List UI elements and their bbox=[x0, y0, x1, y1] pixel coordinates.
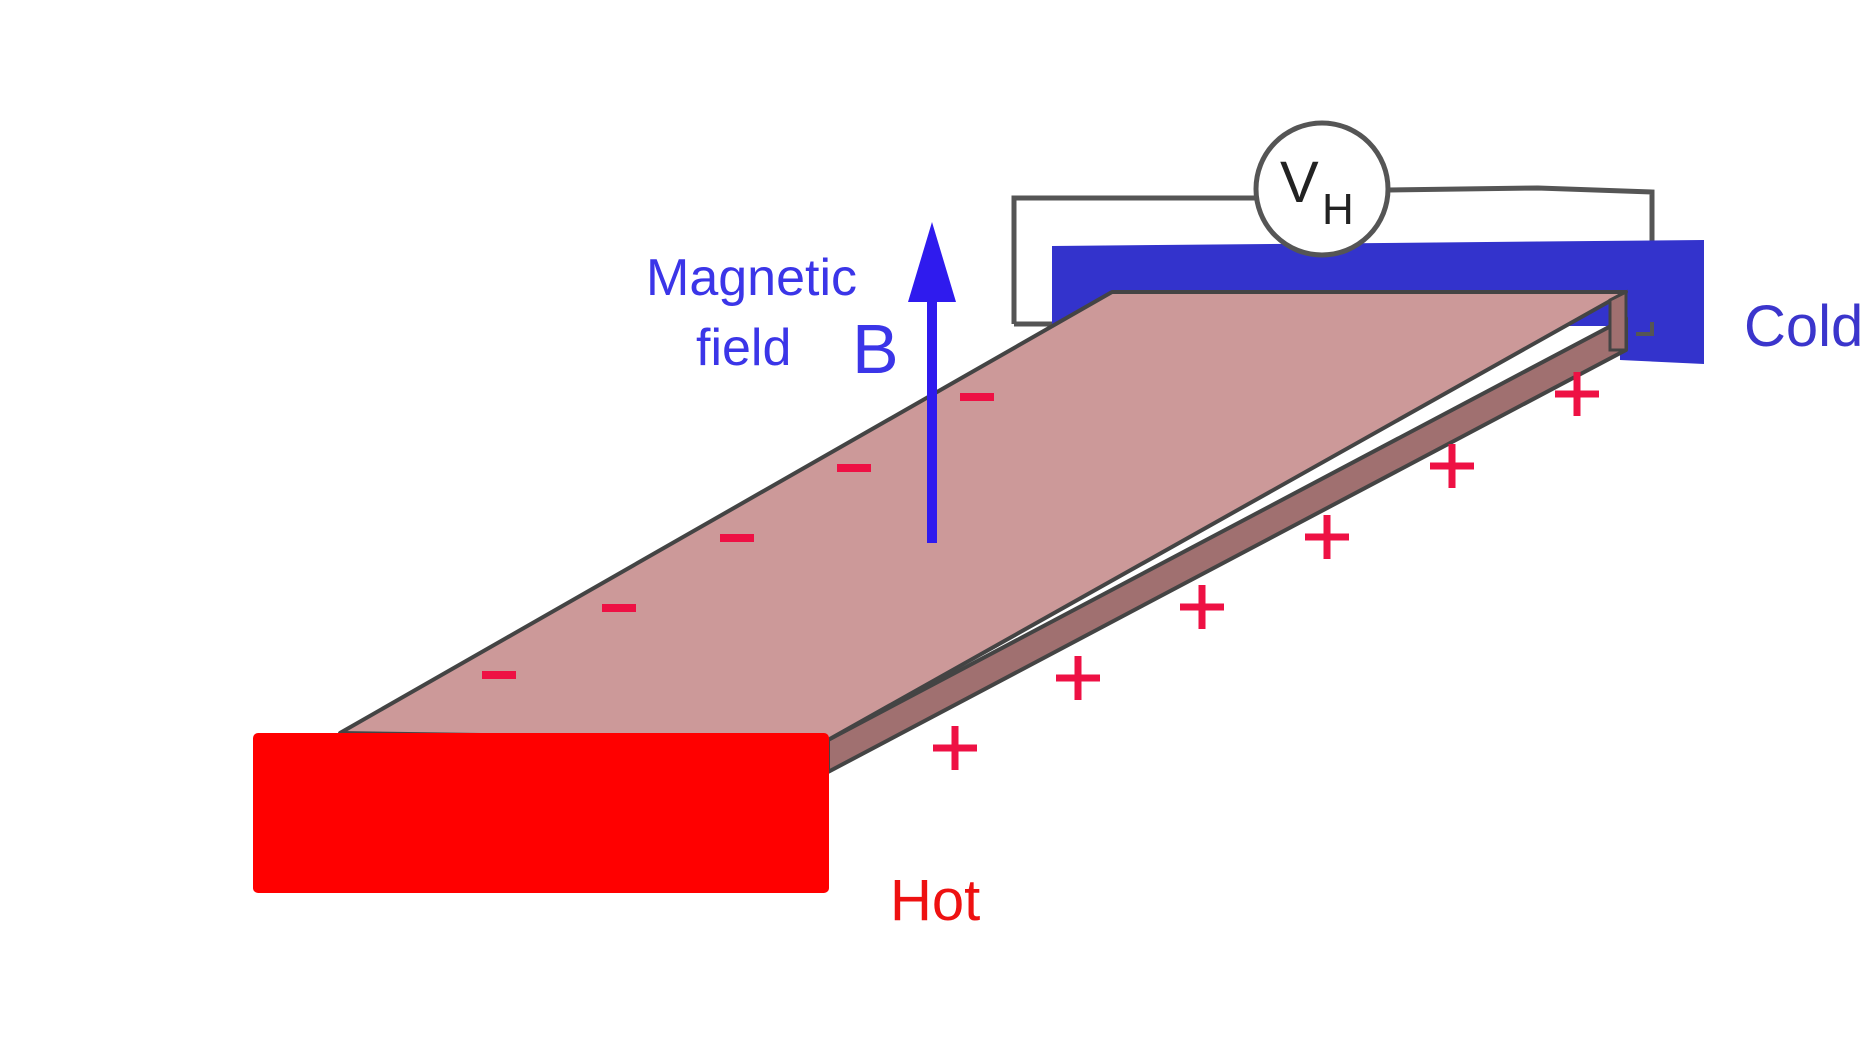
minus-sign bbox=[602, 604, 636, 612]
minus-sign bbox=[720, 534, 754, 542]
voltmeter-subscript: H bbox=[1322, 185, 1354, 234]
minus-sign bbox=[837, 464, 871, 472]
plus-sign bbox=[1056, 656, 1100, 700]
hot-label: Hot bbox=[890, 868, 980, 933]
minus-sign bbox=[960, 393, 994, 401]
plus-sign bbox=[933, 726, 977, 770]
magnetic-field-label-line1: Magnetic bbox=[646, 249, 857, 307]
plus-sign bbox=[1305, 515, 1349, 559]
plate-end bbox=[1608, 289, 1628, 352]
voltmeter-icon: V H bbox=[1253, 120, 1391, 258]
hot-block bbox=[253, 733, 829, 893]
cold-label: Cold bbox=[1744, 294, 1863, 359]
arrow-up-icon bbox=[908, 222, 956, 543]
voltmeter-label: V bbox=[1280, 150, 1319, 215]
plus-sign bbox=[1430, 444, 1474, 488]
magnetic-field-label-line2: field bbox=[696, 319, 791, 377]
minus-sign bbox=[482, 671, 516, 679]
negative-charges bbox=[482, 393, 994, 679]
plus-sign bbox=[1555, 372, 1599, 416]
metal-plate bbox=[338, 289, 1628, 774]
positive-charges bbox=[933, 372, 1599, 770]
field-symbol-B: B bbox=[852, 310, 899, 388]
plus-sign bbox=[1180, 585, 1224, 629]
voltmeter-wire-end bbox=[1636, 322, 1654, 336]
